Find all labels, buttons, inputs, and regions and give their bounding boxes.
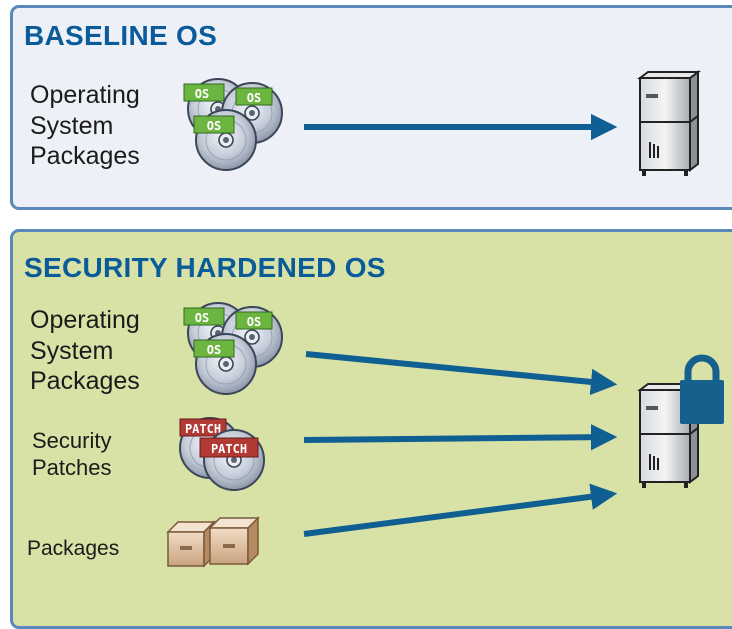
padlock-icon: [680, 354, 724, 424]
svg-text:OS: OS: [195, 87, 209, 101]
svg-text:PATCH: PATCH: [185, 422, 221, 436]
svg-text:OS: OS: [207, 119, 221, 133]
disc-stack-icon: OS OS OS: [183, 78, 283, 171]
server-icon: [637, 70, 701, 176]
packages-arrow: [303, 483, 618, 537]
svg-text:OS: OS: [247, 91, 261, 105]
baseline-os-panel: [10, 5, 732, 210]
box-icon: [208, 516, 260, 566]
security-patches-arrow: [303, 424, 618, 451]
patch-disc-icon: PATCH PATCH: [179, 417, 265, 491]
baseline-os-title: BASELINE OS: [24, 20, 218, 51]
svg-text:PATCH: PATCH: [211, 442, 247, 456]
security-patches-label: Security Patches: [32, 428, 112, 480]
svg-text:OS: OS: [207, 343, 221, 357]
svg-text:OS: OS: [247, 315, 261, 329]
baseline-os-packages-label: Operating System Packages: [30, 81, 140, 170]
packages-label: Packages: [27, 537, 120, 560]
box-icon: [166, 520, 216, 568]
security-hardened-os-title: SECURITY HARDENED OS: [24, 252, 386, 283]
os-packages-arrow: [305, 351, 618, 396]
disc-stack-icon: OS OS OS: [183, 302, 283, 395]
svg-text:OS: OS: [195, 311, 209, 325]
hardened-os-packages-label: Operating System Packages: [30, 306, 140, 395]
